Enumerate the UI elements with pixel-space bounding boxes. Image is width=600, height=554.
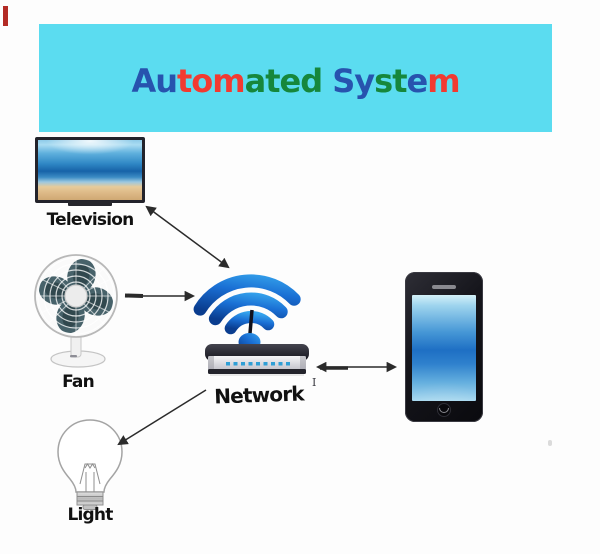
router-leds	[226, 362, 290, 366]
television-icon	[35, 137, 145, 203]
television-stand	[68, 201, 112, 206]
title-segment: Au	[131, 62, 178, 100]
title-segment: m	[427, 62, 460, 100]
cursor-artifact: I	[312, 376, 317, 389]
bulb-screw-base	[76, 491, 104, 506]
router-icon	[205, 344, 309, 376]
title-segment: Sy	[332, 62, 375, 100]
light-label: Light	[67, 505, 113, 525]
bulb-glass	[57, 419, 123, 493]
fan-icon	[34, 254, 118, 368]
smudge-artifact	[548, 440, 552, 446]
fan-hub	[64, 284, 88, 308]
title-segment: tom	[176, 62, 246, 100]
wifi-icon	[193, 274, 301, 335]
smartphone-icon	[405, 272, 483, 422]
title-banner: Automated System	[39, 24, 552, 132]
page-title: Automated System	[131, 62, 460, 100]
bulb-contact	[82, 504, 98, 510]
network-icon	[193, 274, 309, 376]
bulb-filament	[79, 463, 101, 492]
fan-base-buttons	[70, 355, 77, 358]
title-segment: ated	[244, 62, 333, 100]
arrow-network-television	[145, 205, 230, 269]
phone-home-glyph	[439, 407, 449, 413]
light-bulb-icon	[57, 419, 123, 510]
arrow-network-light	[117, 389, 207, 446]
phone-screen	[412, 295, 476, 401]
television-screen	[38, 140, 142, 200]
phone-home-button	[437, 403, 451, 417]
network-label: Network	[213, 381, 305, 409]
phone-speaker	[432, 285, 456, 289]
red-mark-artifact	[3, 6, 8, 26]
fan-label: Fan	[62, 372, 95, 392]
title-segment: e	[406, 62, 429, 100]
title-segment: st	[374, 62, 407, 100]
television-label: Television	[46, 210, 135, 230]
